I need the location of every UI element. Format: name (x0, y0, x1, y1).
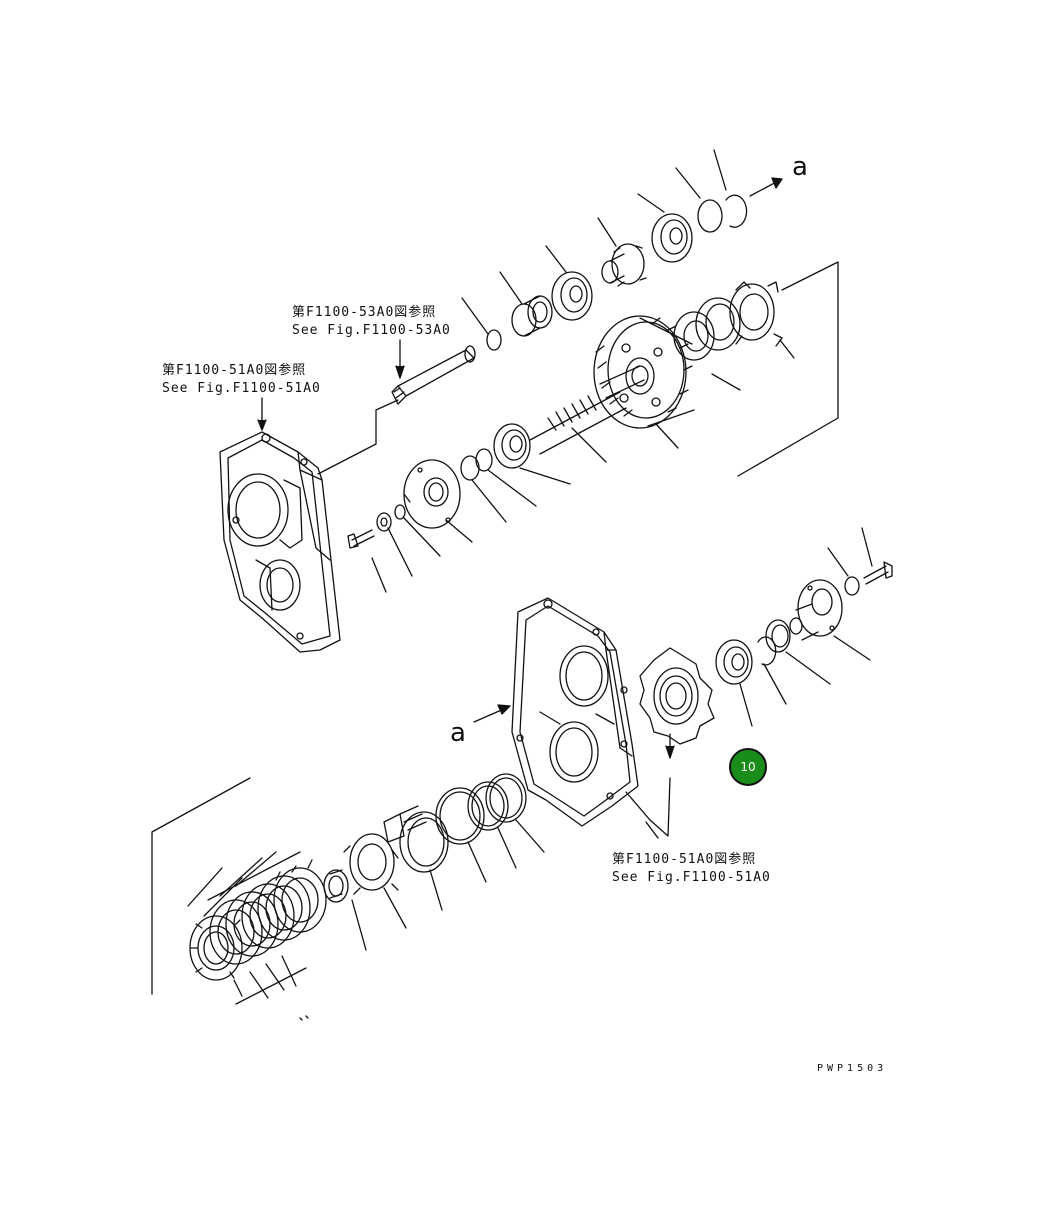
lower-seal (765, 619, 791, 653)
upper-bolt (347, 529, 375, 549)
clutch-disc-stack (189, 859, 327, 981)
lower-washer (844, 576, 860, 596)
marker-a-top: a (792, 152, 808, 182)
lower-bolt (863, 561, 893, 585)
snap-ring-upper-2 (725, 194, 748, 228)
thrust-washer-2 (695, 297, 741, 351)
upper-flange-cover (403, 459, 461, 529)
planet-carrier (639, 647, 715, 745)
ref-51a0-bottom-en-label[interactable]: See Fig.F1100-51A0 (612, 870, 771, 885)
thrust-washer-1 (673, 311, 715, 361)
output-shaft (529, 365, 645, 455)
needle-bearing-upper (511, 295, 553, 337)
ref-53a0-en-label[interactable]: See Fig.F1100-53A0 (292, 323, 451, 338)
ref-51a0-top-en-label[interactable]: See Fig.F1100-51A0 (162, 381, 321, 396)
ring-2 (467, 781, 509, 831)
marker-a-bottom: a (450, 718, 466, 748)
upper-circlip (486, 329, 502, 351)
snap-ring-upper-1 (697, 199, 723, 233)
ball-bearing-upper-2 (651, 213, 693, 263)
coupling-flange (795, 579, 843, 641)
ring-1 (485, 773, 527, 823)
large-gear (593, 315, 695, 429)
needle-bearing-lower (323, 869, 349, 903)
ref-51a0-bottom-jp-label: 第F1100-51A0図参照 (612, 852, 757, 867)
lower-ball-bearing (715, 639, 753, 685)
input-pinion-shaft (391, 345, 476, 405)
upper-washer-1 (376, 512, 392, 532)
lower-snap-ring (757, 636, 777, 666)
clutch-piston (383, 805, 449, 873)
part-callout-badge[interactable]: 10 (729, 748, 767, 786)
drawing-code: PWP1503 (817, 1063, 888, 1074)
upper-washer-2 (394, 504, 406, 520)
lower-housing (511, 597, 639, 827)
bearing-retainer (729, 281, 783, 347)
upper-housing-cover (219, 431, 341, 653)
ref-53a0-jp-label: 第F1100-53A0図参照 (292, 305, 437, 320)
small-gear-upper (601, 243, 647, 287)
clutch-hub (343, 833, 399, 895)
ball-bearing-upper-1 (551, 271, 593, 321)
upper-shaft-bearing (493, 423, 531, 469)
ref-51a0-top-jp-label: 第F1100-51A0図参照 (162, 363, 307, 378)
